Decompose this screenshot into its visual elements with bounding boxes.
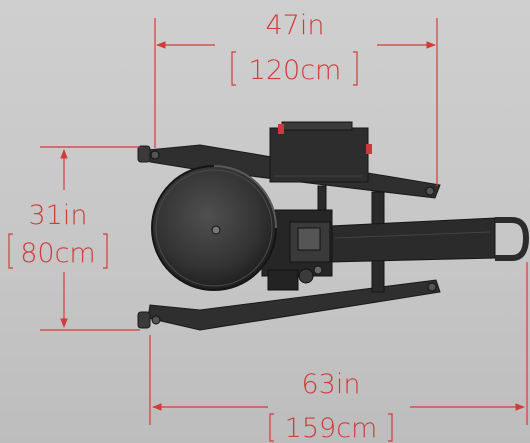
dimension-lines [40, 18, 528, 425]
length-metric-label: 159cm [285, 413, 378, 443]
machine-illustration [137, 121, 530, 331]
height-metric-label: 80cm [20, 238, 96, 269]
chassis [261, 209, 333, 291]
boom [329, 217, 530, 263]
height-imperial-label: 31in [29, 200, 88, 231]
engine-housing [269, 121, 372, 183]
metric-brackets [8, 51, 393, 442]
width-metric-label: 120cm [249, 55, 342, 86]
blade-disc [151, 165, 277, 291]
length-imperial-label: 63in [302, 369, 361, 400]
width-imperial-label: 47in [266, 10, 325, 41]
lower-arm [137, 279, 441, 331]
